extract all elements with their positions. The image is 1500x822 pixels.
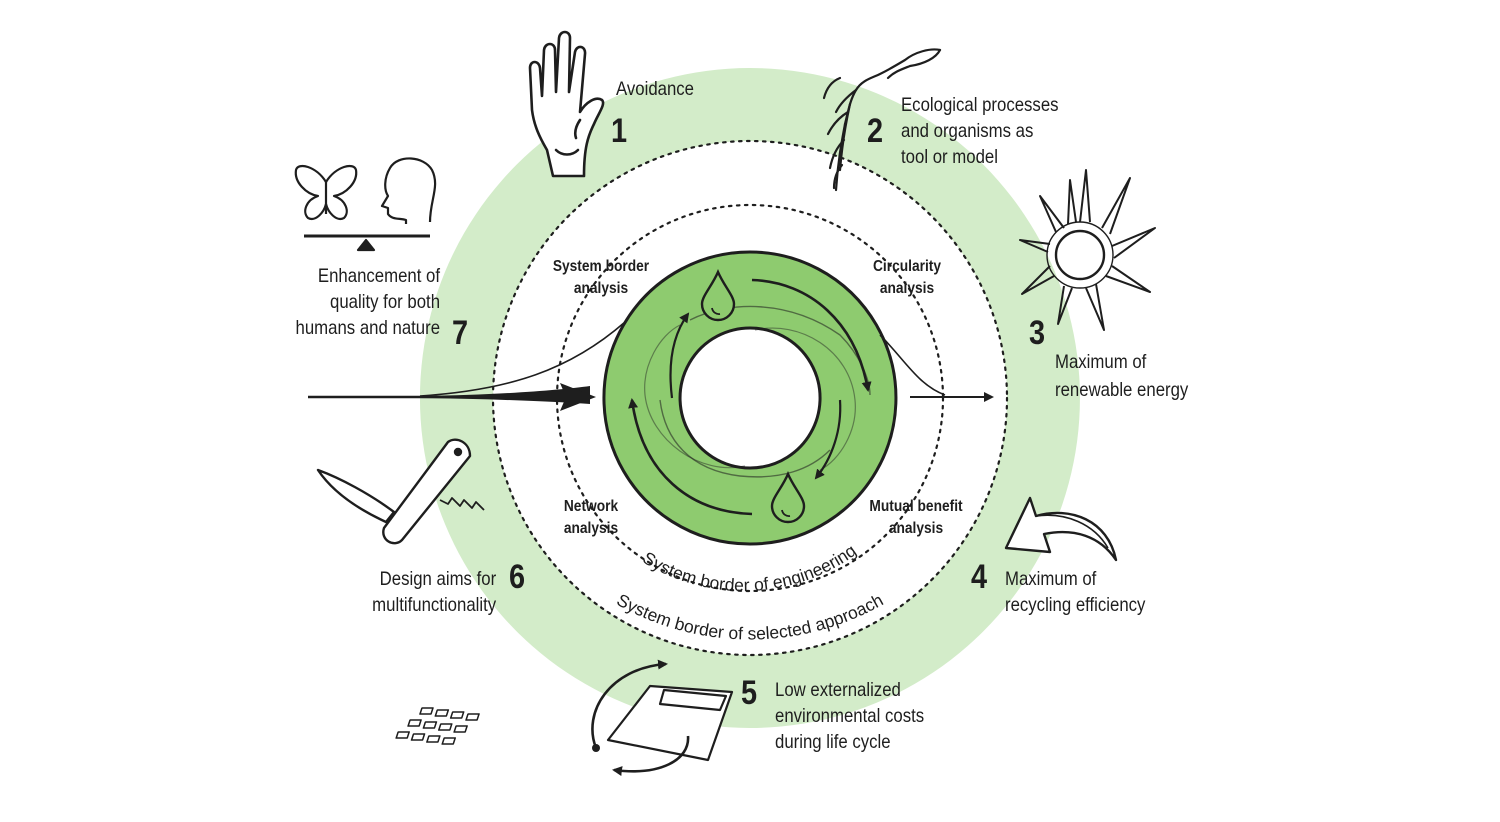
- flow-arrow: [751, 278, 872, 392]
- hand-icon: [528, 30, 605, 178]
- ring-twist-line: [754, 327, 856, 471]
- ring-twist-line: [644, 324, 746, 469]
- recycle-arrow-icon: [1004, 496, 1118, 562]
- flow-arrow: [628, 398, 753, 516]
- flow-arrow: [669, 312, 690, 399]
- principle-2-number: 2: [867, 112, 884, 150]
- calculator-icon: [395, 684, 734, 762]
- principle-7-number: 7: [452, 314, 469, 352]
- pocket-knife-icon: [316, 438, 485, 545]
- engineering-border-label: System border of engineering: [639, 540, 859, 595]
- principle-1-number: 1: [611, 112, 628, 150]
- feather-icon: [822, 48, 942, 192]
- input-flow-curve: [419, 321, 626, 397]
- output-flow-curve: [879, 334, 946, 396]
- water-drop-icon: [700, 268, 736, 322]
- principle-4-number: 4: [971, 558, 988, 596]
- input-arrowhead: [560, 383, 596, 411]
- principle-3-number: 3: [1029, 314, 1046, 352]
- input-flow-fill: [420, 386, 590, 404]
- water-drop-icon: [770, 470, 806, 524]
- ring-twist-line: [659, 399, 831, 478]
- cycle-arrow: [612, 735, 690, 776]
- principle-6-number: 6: [509, 558, 526, 596]
- principle-1-label: Avoidance: [616, 78, 695, 100]
- balance-butterfly-head-icon: [294, 157, 437, 252]
- principle-5-number: 5: [741, 674, 758, 712]
- cycle-arrow: [591, 659, 668, 749]
- cycle-dot: [592, 744, 600, 752]
- flow-arrow: [814, 399, 842, 480]
- sun-icon: [1019, 169, 1156, 331]
